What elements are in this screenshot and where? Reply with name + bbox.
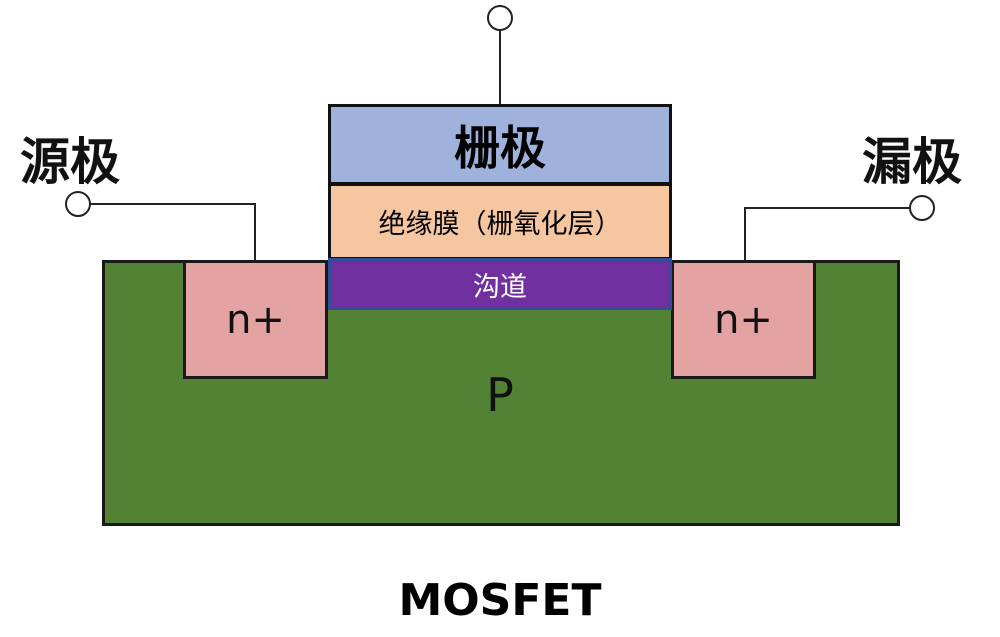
gate-terminal	[487, 5, 513, 31]
drain-wire	[744, 207, 910, 262]
diagram-title: MOSFET	[398, 574, 602, 626]
n-plus-left-label: n+	[226, 296, 285, 343]
n-plus-right-label: n+	[714, 296, 773, 343]
gate-layer: 栅极	[328, 104, 672, 185]
source-terminal	[65, 191, 91, 217]
n-plus-drain-region: n+	[671, 260, 816, 379]
source-wire	[90, 203, 256, 262]
channel-layer: 沟道	[328, 258, 672, 310]
drain-label: 漏极	[862, 133, 962, 191]
drain-terminal	[909, 195, 935, 221]
source-label: 源极	[20, 133, 120, 191]
oxide-layer: 绝缘膜（栅氧化层）	[328, 183, 672, 260]
n-plus-source-region: n+	[183, 260, 328, 379]
substrate-label: P	[486, 368, 514, 422]
